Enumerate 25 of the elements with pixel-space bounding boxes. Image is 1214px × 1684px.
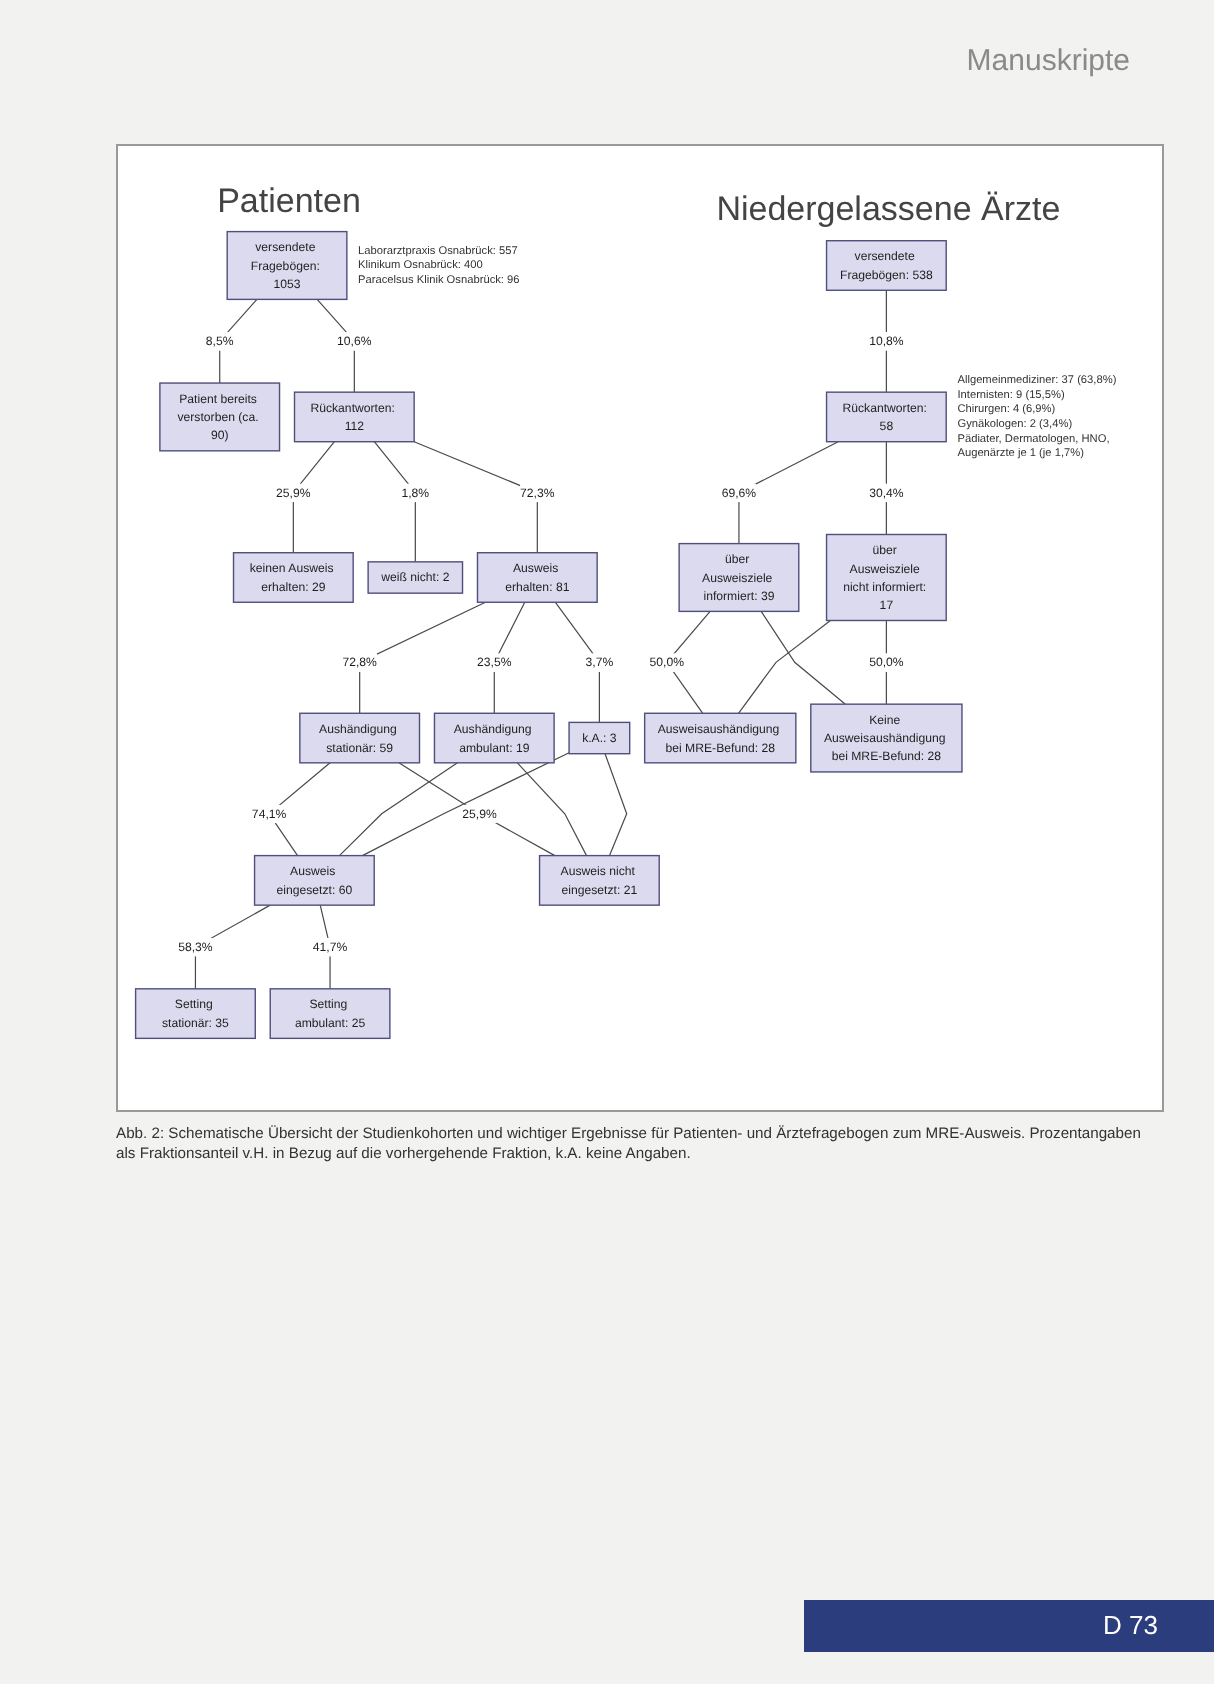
connector: [361, 752, 570, 857]
page-number: D 73: [1103, 1610, 1158, 1640]
connector: [738, 441, 839, 545]
connector: [413, 441, 538, 554]
connector: [760, 610, 846, 705]
connector: [516, 762, 588, 857]
column-heading: Niedergelassene Ärzte: [716, 190, 1061, 231]
connector: [194, 904, 271, 990]
connector: [885, 619, 887, 705]
connector: [359, 601, 487, 714]
connector: [292, 441, 335, 554]
connector: [604, 753, 628, 857]
connector: [373, 441, 416, 563]
connector: [737, 619, 832, 714]
connector: [319, 904, 331, 990]
connector: [493, 601, 526, 714]
connector: [398, 762, 556, 857]
connector: [885, 289, 887, 393]
connector: [885, 441, 887, 536]
running-head: Manuskripte: [966, 44, 1130, 78]
column-heading: Patienten: [217, 181, 361, 222]
connector: [316, 298, 355, 393]
connector: [338, 762, 459, 857]
connector: [554, 601, 600, 723]
connector: [219, 298, 258, 384]
